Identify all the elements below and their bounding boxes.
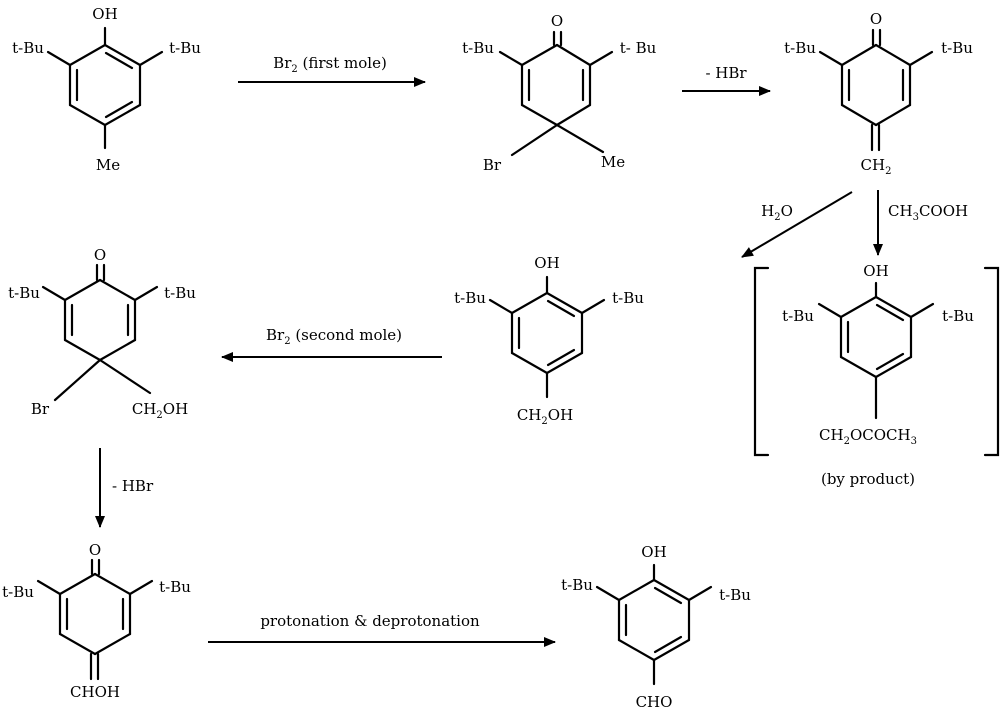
m1-right-tbu-label: t-Bu	[169, 39, 201, 57]
m2-right-tbu-label: t- Bu	[620, 39, 657, 57]
reagent-6-label: - HBr	[112, 477, 154, 495]
m6-right-tbu-label: t-Bu	[942, 307, 974, 325]
molecule-hydroxymethylene-dienone: O t-Bu t-Bu CHOH	[2, 541, 191, 701]
m6-left-tbu-label: t-Bu	[782, 307, 814, 325]
reagent-5-label: Br2 (second mole)	[266, 326, 402, 347]
byproduct-note: (by product)	[821, 470, 915, 488]
m8-oh-label: OH	[641, 543, 666, 561]
molecule-2-bonds	[498, 30, 614, 157]
m4-left-tbu-label: t-Bu	[454, 289, 486, 307]
m3-right-tbu-label: t-Bu	[941, 39, 973, 57]
m2-left-tbu-label: t-Bu	[462, 39, 494, 57]
molecule-8-bonds	[595, 563, 713, 686]
molecule-3-bonds	[818, 28, 934, 152]
molecule-4-hydroxymethylphenol: OH t-Bu t-Bu CH2OH	[454, 254, 644, 427]
m5-ch2oh-label: CH2OH	[132, 400, 188, 421]
molecule-7-bonds	[36, 558, 154, 681]
m7-left-tbu-label: t-Bu	[2, 583, 34, 601]
m6-oh-label: OH	[863, 262, 888, 280]
m6-ester-label: CH2OCOCH3	[819, 426, 917, 447]
m3-o-label: O	[870, 10, 882, 28]
m7-choh-label: CHOH	[70, 683, 120, 701]
m4-right-tbu-label: t-Bu	[612, 289, 644, 307]
arrow-3	[741, 191, 853, 258]
reagent-1-label: Br2 (first mole)	[273, 54, 387, 75]
m2-o-label: O	[551, 12, 563, 30]
molecule-5-bonds	[41, 263, 159, 402]
m1-left-tbu-label: t-Bu	[12, 39, 44, 57]
m8-cho-label: CHO	[636, 693, 673, 711]
m4-oh-label: OH	[534, 254, 559, 272]
molecule-3-5-di-tert-butyl-4-hydroxybenzaldehyde: OH t-Bu t-Bu CHO	[561, 543, 751, 711]
reagent-2-label: - HBr	[705, 64, 747, 82]
molecule-4-bromo-dienone: O t-Bu t- Bu Br Me	[462, 12, 656, 174]
m7-o-label: O	[89, 541, 101, 559]
m5-right-tbu-label: t-Bu	[164, 284, 196, 302]
reagent-3-label: H2O	[761, 202, 793, 223]
m8-right-tbu-label: t-Bu	[719, 586, 751, 604]
m3-ch2-label: CH2	[861, 156, 892, 177]
byproduct-brackets	[753, 266, 1000, 457]
m2-me-label: Me	[601, 153, 625, 171]
m2-br-label: Br	[483, 156, 502, 174]
molecule-quinone-methide: O t-Bu t-Bu CH2	[784, 10, 973, 177]
m4-ch2oh-label: CH2OH	[517, 406, 573, 427]
molecule-acetate-byproduct: OH t-Bu t-Bu CH2OCOCH3 (by product)	[753, 262, 1000, 488]
reagent-4-label: CH3COOH	[888, 202, 968, 223]
molecule-4-bonds	[488, 275, 606, 399]
m5-br-label: Br	[31, 400, 50, 418]
m8-left-tbu-label: t-Bu	[561, 576, 593, 594]
m7-right-tbu-label: t-Bu	[159, 578, 191, 596]
m5-o-label: O	[94, 246, 106, 264]
molecule-6-bonds	[817, 281, 935, 420]
molecule-1-bonds	[46, 26, 164, 150]
m3-left-tbu-label: t-Bu	[784, 39, 816, 57]
m1-oh-label: OH	[92, 5, 117, 23]
molecule-4-bromo-4-hydroxymethyl-dienone: O t-Bu t-Bu Br CH2OH	[8, 246, 196, 421]
molecule-2-6-di-tert-butyl-4-methylphenol: OH t-Bu t-Bu Me	[12, 5, 201, 174]
m1-me-label: Me	[96, 156, 120, 174]
m5-left-tbu-label: t-Bu	[8, 284, 40, 302]
reagent-7-label: protonation & deprotonation	[260, 612, 480, 630]
